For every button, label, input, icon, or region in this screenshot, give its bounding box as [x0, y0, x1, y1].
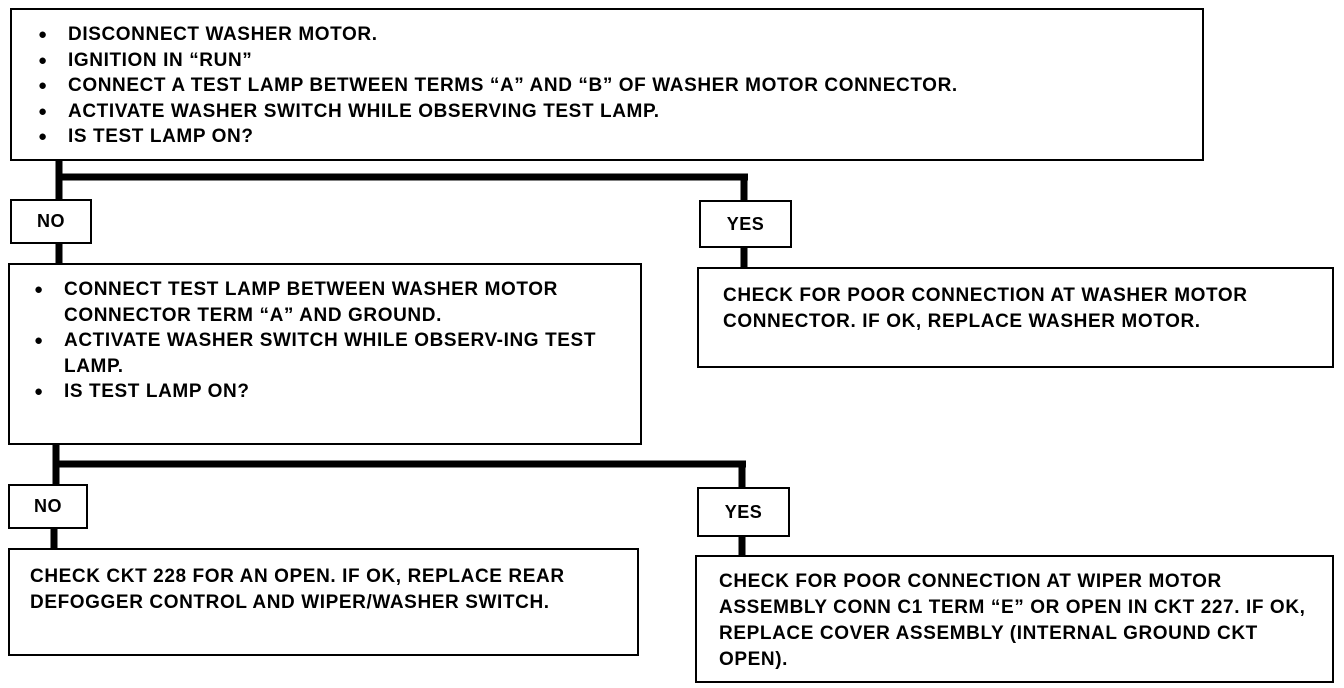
- step1-bullet: IGNITION IN “RUN”: [30, 48, 1192, 74]
- step1-bullet: DISCONNECT WASHER MOTOR.: [30, 22, 1192, 48]
- result-yes-1-box: CHECK FOR POOR CONNECTION AT WASHER MOTO…: [697, 267, 1334, 368]
- result-yes-2-box: CHECK FOR POOR CONNECTION AT WIPER MOTOR…: [695, 555, 1334, 683]
- step1-bullet: ACTIVATE WASHER SWITCH WHILE OBSERVING T…: [30, 99, 1192, 125]
- step2-bullet: CONNECT TEST LAMP BETWEEN WASHER MOTOR C…: [26, 277, 630, 328]
- step2-bullet: ACTIVATE WASHER SWITCH WHILE OBSERV-ING …: [26, 328, 630, 379]
- result-yes-1-text: CHECK FOR POOR CONNECTION AT WASHER MOTO…: [723, 285, 1248, 332]
- result-no-2-box: CHECK CKT 228 FOR AN OPEN. IF OK, REPLAC…: [8, 548, 639, 656]
- step2-bullet: IS TEST LAMP ON?: [26, 379, 630, 405]
- no-label-1: NO: [10, 199, 92, 244]
- step2-box: CONNECT TEST LAMP BETWEEN WASHER MOTOR C…: [8, 263, 642, 445]
- step1-bullet: CONNECT A TEST LAMP BETWEEN TERMS “A” AN…: [30, 73, 1192, 99]
- yes-label-2: YES: [697, 487, 790, 537]
- result-no-2-text: CHECK CKT 228 FOR AN OPEN. IF OK, REPLAC…: [30, 566, 565, 613]
- no-label-2: NO: [8, 484, 88, 529]
- step1-bullet: IS TEST LAMP ON?: [30, 124, 1192, 150]
- step1-box: DISCONNECT WASHER MOTOR. IGNITION IN “RU…: [10, 8, 1204, 161]
- result-yes-2-text: CHECK FOR POOR CONNECTION AT WIPER MOTOR…: [719, 571, 1306, 670]
- yes-label-1: YES: [699, 200, 792, 248]
- step1-list: DISCONNECT WASHER MOTOR. IGNITION IN “RU…: [30, 22, 1192, 150]
- step2-list: CONNECT TEST LAMP BETWEEN WASHER MOTOR C…: [26, 277, 630, 405]
